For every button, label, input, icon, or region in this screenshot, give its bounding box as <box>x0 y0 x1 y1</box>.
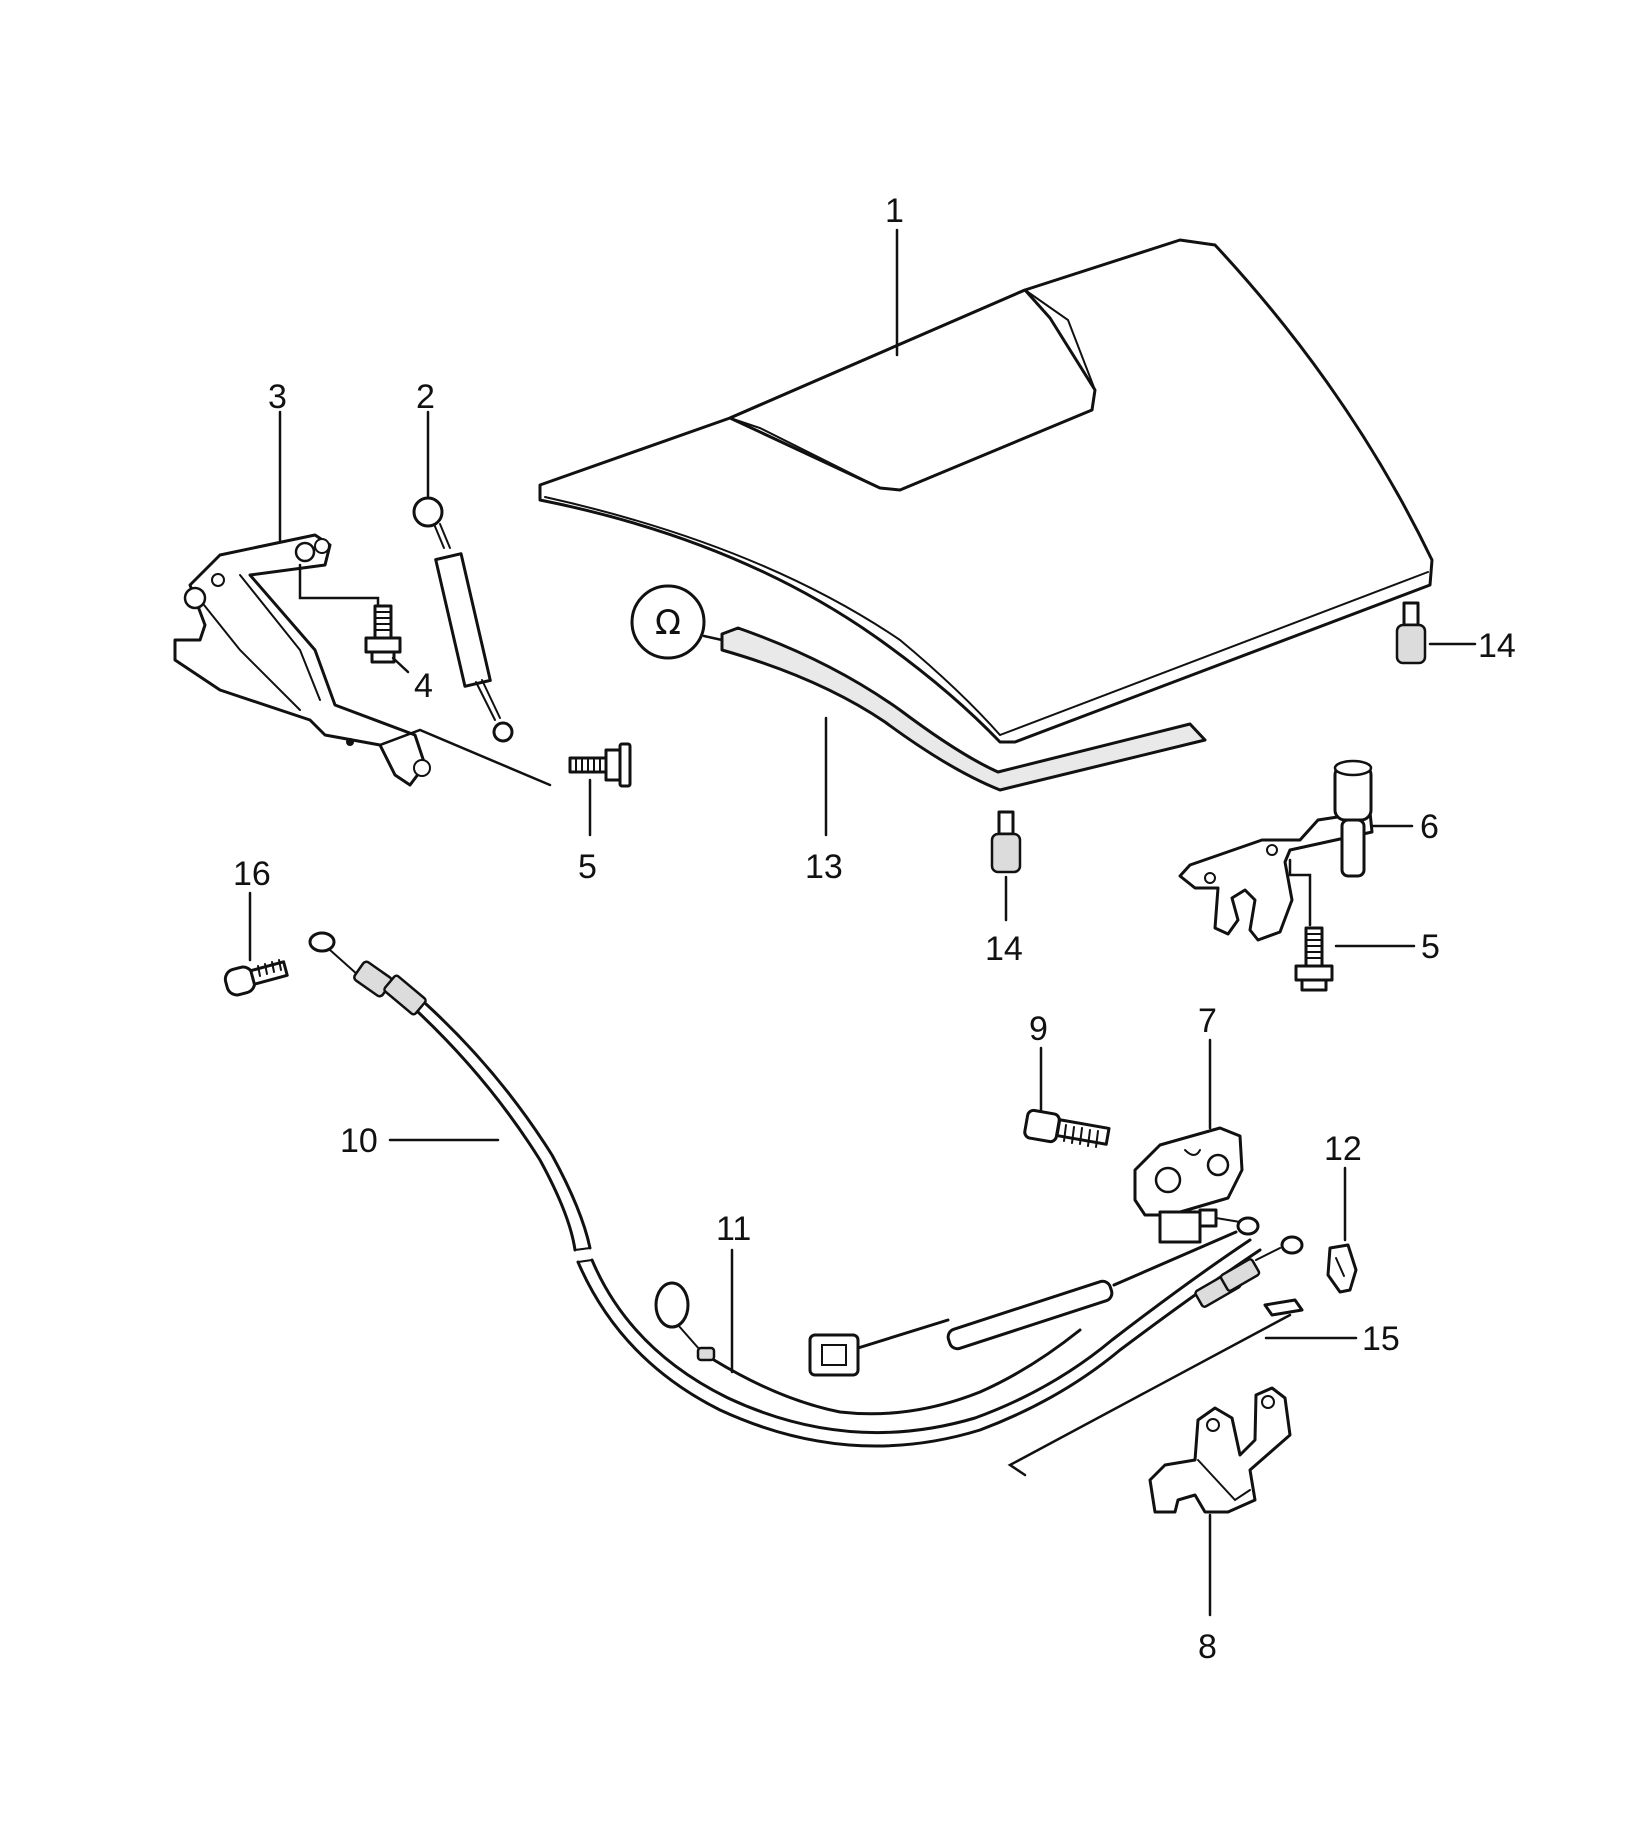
adhesive-symbol-glyph: Ω <box>655 603 681 643</box>
callout-3: 3 <box>268 378 287 416</box>
release-cable-connector <box>654 1216 1260 1416</box>
gas-strut <box>412 496 514 743</box>
callout-5a: 5 <box>578 848 597 886</box>
bracket-mount-line-5 <box>1288 858 1312 927</box>
callout-15: 15 <box>1362 1320 1400 1358</box>
adhesive-symbol: Ω <box>630 584 724 660</box>
callout-14a: 14 <box>1478 627 1516 665</box>
hinge-mount-line-5 <box>378 728 552 787</box>
screw-16 <box>223 959 289 997</box>
callout-16: 16 <box>233 855 271 893</box>
hinge-mount-line-4 <box>298 563 380 618</box>
callout-5b: 5 <box>1421 928 1440 966</box>
screw-5-left <box>568 742 632 788</box>
hood-lid <box>538 238 1434 744</box>
hood-lock <box>1133 1126 1244 1244</box>
callout-6: 6 <box>1420 808 1439 846</box>
callout-12: 12 <box>1324 1130 1362 1168</box>
lock-bracket <box>1148 1386 1292 1514</box>
callout-1: 1 <box>885 192 904 230</box>
clip-12 <box>1326 1243 1358 1294</box>
bolt-4 <box>364 604 402 664</box>
buffer-right <box>1395 601 1427 665</box>
callout-2: 2 <box>416 378 435 416</box>
buffer-center <box>990 810 1022 874</box>
callout-13: 13 <box>805 848 843 886</box>
release-rod <box>1007 1298 1304 1477</box>
hood-hinge <box>173 533 431 787</box>
callout-14b: 14 <box>985 930 1023 968</box>
callout-7: 7 <box>1198 1002 1217 1040</box>
hood-seal <box>720 626 1207 792</box>
callout-11: 11 <box>716 1210 751 1248</box>
callout-4: 4 <box>414 667 433 705</box>
callout-8: 8 <box>1198 1628 1217 1666</box>
bolt-5-right <box>1294 926 1334 992</box>
striker-bracket <box>1178 759 1374 942</box>
callout-10: 10 <box>340 1122 378 1160</box>
release-cable <box>308 931 1304 1448</box>
bolt-9 <box>1023 1108 1111 1148</box>
callout-9: 9 <box>1029 1010 1048 1048</box>
leader-4 <box>391 656 410 674</box>
